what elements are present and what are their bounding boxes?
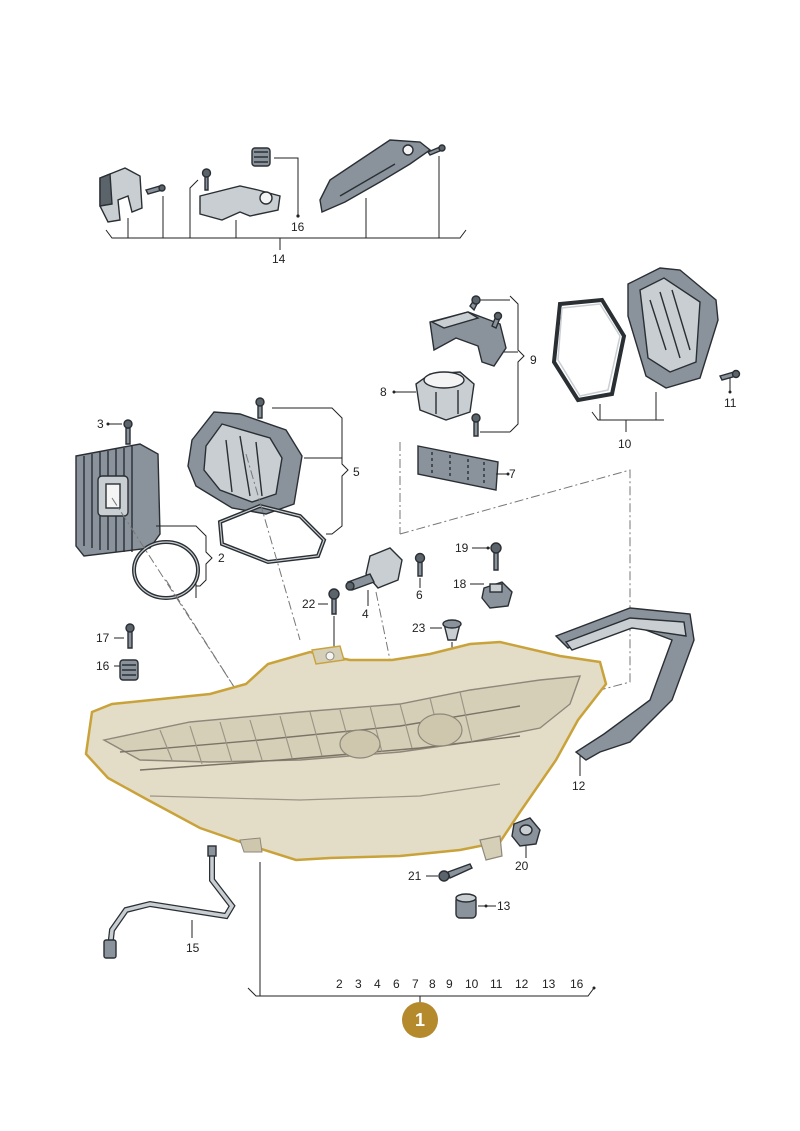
callout-23: 23 bbox=[412, 621, 426, 635]
screw-19 bbox=[490, 542, 502, 571]
seal-ring-10 bbox=[551, 297, 627, 403]
cable-15 bbox=[103, 845, 236, 959]
callout-11: 11 bbox=[724, 396, 737, 410]
seal-2 bbox=[132, 540, 200, 600]
clip-18 bbox=[481, 581, 513, 609]
pad-7 bbox=[417, 445, 499, 491]
callout-9: 9 bbox=[530, 353, 537, 367]
screw-6 bbox=[414, 552, 426, 577]
housing-part-ref: 4 bbox=[374, 977, 381, 991]
module-5 bbox=[187, 397, 303, 515]
callout-18: 18 bbox=[453, 577, 467, 591]
housing-part-ref: 7 bbox=[412, 977, 419, 991]
callout-8: 8 bbox=[380, 385, 387, 399]
bracket-group-14 bbox=[99, 139, 467, 250]
housing-part-ref: 8 bbox=[429, 977, 436, 991]
callout-13: 13 bbox=[497, 899, 511, 913]
callout-5: 5 bbox=[353, 465, 360, 479]
callout-2: 2 bbox=[218, 551, 225, 565]
callout-16-top: 16 bbox=[291, 220, 305, 234]
screw-22 bbox=[328, 588, 340, 615]
housing-part-ref: 3 bbox=[355, 977, 362, 991]
callout-22: 22 bbox=[302, 597, 316, 611]
nut-13 bbox=[455, 893, 477, 919]
actuator-4 bbox=[345, 547, 403, 591]
housing-part-ref: 9 bbox=[446, 977, 453, 991]
housing-part-ref: 2 bbox=[336, 977, 343, 991]
housing-part-ref: 10 bbox=[465, 977, 479, 991]
clip-20 bbox=[511, 817, 541, 847]
part-badge-1: 1 bbox=[402, 1002, 438, 1038]
callout-17: 17 bbox=[96, 631, 110, 645]
trim-strip-12 bbox=[554, 607, 695, 761]
screw-17 bbox=[125, 623, 135, 649]
callout-4: 4 bbox=[362, 607, 369, 621]
callout-20: 20 bbox=[515, 859, 529, 873]
housing-part-ref: 12 bbox=[515, 977, 529, 991]
badge-label-1: 1 bbox=[415, 1010, 425, 1030]
motor-unit-8 bbox=[415, 371, 481, 437]
mount-bracket-9 bbox=[429, 295, 507, 367]
cover-10 bbox=[627, 267, 741, 389]
headlight-housing-1 bbox=[84, 640, 608, 862]
control-unit-3 bbox=[75, 419, 161, 557]
nut-16 bbox=[119, 659, 139, 681]
housing-part-ref: 6 bbox=[393, 977, 400, 991]
callout-21: 21 bbox=[408, 869, 422, 883]
callout-14: 14 bbox=[272, 252, 286, 266]
callout-6: 6 bbox=[416, 588, 423, 602]
callout-7: 7 bbox=[509, 467, 516, 481]
callout-12: 12 bbox=[572, 779, 586, 793]
screw-21 bbox=[438, 863, 473, 882]
seal-5 bbox=[217, 503, 327, 565]
housing-part-ref: 13 bbox=[542, 977, 556, 991]
callout-10: 10 bbox=[618, 437, 632, 451]
housing-part-ref: 16 bbox=[570, 977, 584, 991]
callout-16-left: 16 bbox=[96, 659, 110, 673]
callout-15: 15 bbox=[186, 941, 200, 955]
callout-19: 19 bbox=[455, 541, 469, 555]
callout-3: 3 bbox=[97, 417, 104, 431]
plug-23 bbox=[442, 619, 462, 641]
housing-part-ref: 11 bbox=[490, 977, 503, 991]
housing-parts-list: 2 3 4 6 7 8 9 10 11 12 13 16 bbox=[336, 977, 584, 991]
